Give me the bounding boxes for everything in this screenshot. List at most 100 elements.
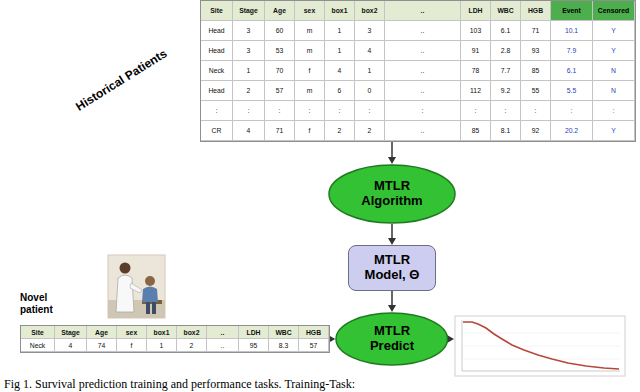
table-cell: N (593, 61, 635, 81)
table-cell: 85 (521, 61, 551, 81)
table-cell: N (593, 81, 635, 101)
table-cell: : (551, 101, 593, 121)
header-cell: Stage (233, 1, 265, 21)
table-cell: 103 (461, 21, 491, 41)
table-cell: : (521, 101, 551, 121)
table-cell: CR (201, 121, 233, 141)
connector-line (391, 291, 393, 306)
table-cell: 1 (147, 339, 177, 352)
node-label: MTLR Predict (357, 324, 427, 354)
table-cell: 10.1 (551, 21, 593, 41)
table-cell: 1 (325, 21, 355, 41)
table-cell: 74 (87, 339, 117, 352)
connector (388, 142, 396, 164)
table-cell: : (325, 101, 355, 121)
header-cell: Age (265, 1, 295, 21)
table-cell: 20.2 (551, 121, 593, 141)
table-cell: Y (593, 121, 635, 141)
table-cell: : (233, 101, 265, 121)
table-cell: 93 (521, 41, 551, 61)
process-ellipse: MTLR Predict (335, 312, 449, 366)
header-cell: Age (87, 326, 117, 339)
header-cell: Stage (55, 326, 87, 339)
connector (388, 291, 396, 312)
table-cell: 95 (239, 339, 269, 352)
table-cell: 5.5 (551, 81, 593, 101)
table-cell: 71 (521, 21, 551, 41)
table-cell: Y (593, 21, 635, 41)
table-cell: .. (385, 121, 461, 141)
table-cell: Y (593, 41, 635, 61)
data-table: Novel patientSiteStageAgesexbox1box2..LD… (20, 325, 330, 353)
table-cell: 7.9 (551, 41, 593, 61)
table-cell: 1 (325, 41, 355, 61)
arrow-head (388, 157, 396, 164)
table-cell: 53 (265, 41, 295, 61)
table-cell: 6.1 (491, 21, 521, 41)
table-cell: 4 (233, 121, 265, 141)
table-cell: 2 (355, 121, 385, 141)
table-cell: 78 (461, 61, 491, 81)
table-cell: 9.2 (491, 81, 521, 101)
table-cell: 2 (233, 81, 265, 101)
table-cell: 3 (233, 21, 265, 41)
table-cell: 57 (265, 81, 295, 101)
node-label: MTLR Model, Θ (356, 253, 428, 283)
figure-caption: Fig 1. Survival prediction training and … (4, 377, 355, 392)
header-cell: Site (21, 326, 55, 339)
header-cell: Site (201, 1, 233, 21)
table-cell: f (295, 121, 325, 141)
node-label: MTLR Algorithm (352, 179, 432, 209)
header-cell: sex (295, 1, 325, 21)
table-cell: .. (385, 41, 461, 61)
table-cell: f (117, 339, 147, 352)
table-cell: 2 (177, 339, 207, 352)
table-cell: : (201, 101, 233, 121)
header-cell: box2 (177, 326, 207, 339)
header-cell: LDH (461, 1, 491, 21)
table-cell: 85 (461, 121, 491, 141)
table-grid: SiteStageAgesexbox1box2..LDHWBCHGBEventC… (200, 0, 636, 142)
table-cell: 7.7 (491, 61, 521, 81)
table-cell: Head (201, 81, 233, 101)
table-cell: 112 (461, 81, 491, 101)
table-cell: 60 (265, 21, 295, 41)
data-table: Historical PatientsSiteStageAgesexbox1bo… (200, 0, 636, 142)
table-cell: 3 (355, 21, 385, 41)
connector-line (391, 224, 393, 239)
table-cell: Neck (21, 339, 55, 352)
table-cell: : (385, 101, 461, 121)
table-cell: : (491, 101, 521, 121)
header-cell: box1 (147, 326, 177, 339)
table-cell: 91 (461, 41, 491, 61)
process-ellipse: MTLR Algorithm (328, 164, 456, 224)
header-cell: LDH (239, 326, 269, 339)
table-cell: 2.8 (491, 41, 521, 61)
table-cell: 1 (355, 61, 385, 81)
header-cell: .. (207, 326, 239, 339)
table-cell: 55 (521, 81, 551, 101)
table-cell: .. (385, 61, 461, 81)
ellipse-shape (336, 313, 448, 365)
table-cell: 4 (325, 61, 355, 81)
header-cell: box1 (325, 1, 355, 21)
table-cell: Head (201, 21, 233, 41)
header-cell: WBC (491, 1, 521, 21)
table-cell: 6.1 (551, 61, 593, 81)
table-cell: : (295, 101, 325, 121)
table-cell: .. (207, 339, 239, 352)
header-cell: HGB (521, 1, 551, 21)
table-cell: 6 (325, 81, 355, 101)
model-box: MTLR Model, Θ (348, 245, 436, 291)
header-cell: HGB (299, 326, 329, 339)
table-cell: 3 (233, 41, 265, 61)
header-cell: .. (385, 1, 461, 21)
header-cell: WBC (269, 326, 299, 339)
header-cell: Event (551, 1, 593, 21)
connector-line (391, 142, 393, 158)
table-cell: 1 (233, 61, 265, 81)
header-cell: Censored (593, 1, 635, 21)
table-cell: : (265, 101, 295, 121)
table-cell: 8.3 (269, 339, 299, 352)
